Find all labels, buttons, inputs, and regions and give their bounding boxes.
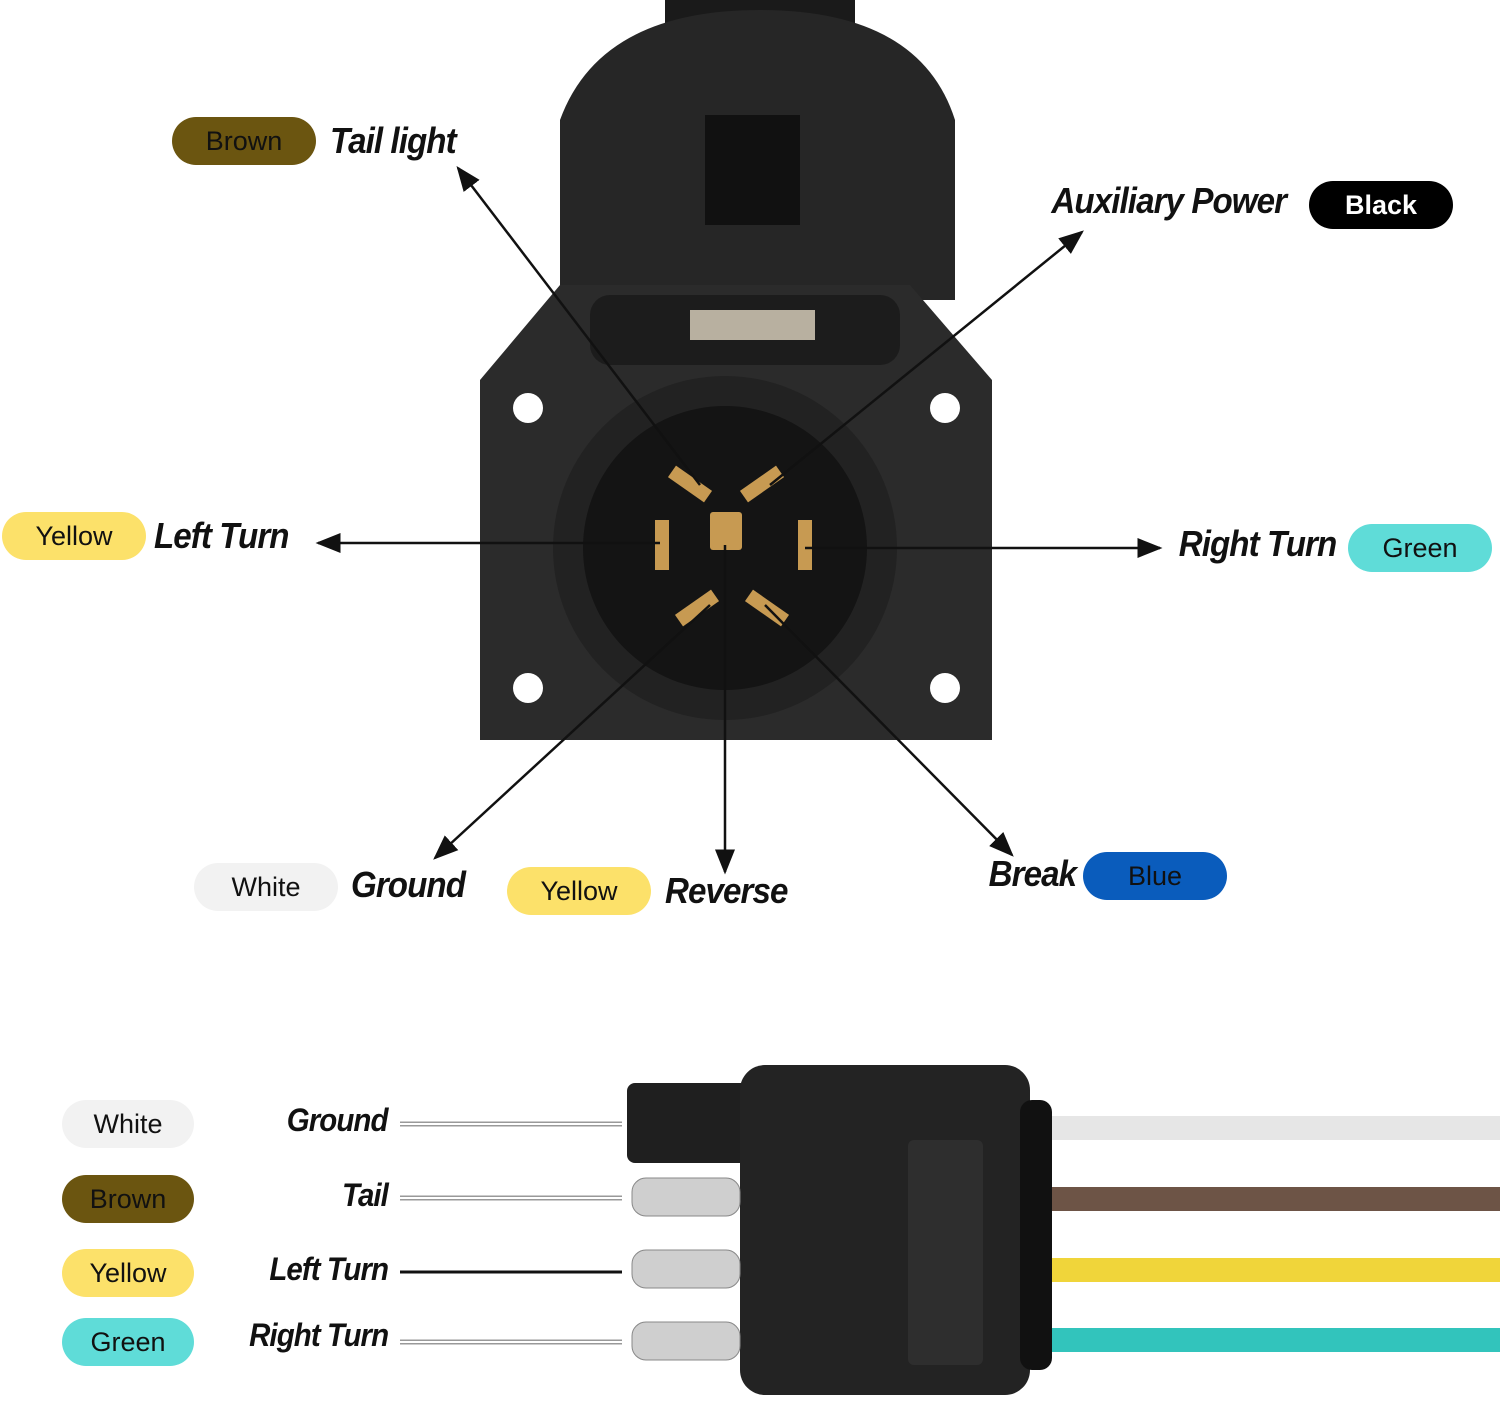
pin-label-break: Break bbox=[988, 853, 1077, 894]
pin-label-left-turn: Left Turn bbox=[154, 515, 290, 556]
four-way-connector bbox=[627, 1065, 1500, 1395]
wire-color-blue: Blue bbox=[1083, 852, 1227, 900]
four-way-color-brown: Brown bbox=[62, 1175, 194, 1223]
wire-color-black: Black bbox=[1309, 181, 1453, 229]
pin-label-right-turn: Right Turn bbox=[1178, 523, 1337, 564]
pin-label-tail-light: Tail light bbox=[330, 120, 457, 161]
pin-arrows bbox=[315, 166, 1163, 875]
four-way-color-green: Green bbox=[62, 1318, 194, 1366]
seven-way-socket bbox=[480, 0, 992, 740]
wire-color-brown: Brown bbox=[172, 117, 316, 165]
pin-label-auxiliary-power: Auxiliary Power bbox=[1051, 180, 1287, 221]
wire-color-yellow-reverse: Yellow bbox=[507, 867, 651, 915]
wire-color-white: White bbox=[194, 863, 338, 911]
pin-label-reverse: Reverse bbox=[665, 870, 788, 911]
four-way-color-yellow: Yellow bbox=[62, 1249, 194, 1297]
four-way-label-left-turn: Left Turn bbox=[269, 1251, 389, 1287]
four-way-label-ground: Ground bbox=[287, 1102, 389, 1138]
pin-label-ground: Ground bbox=[351, 864, 466, 905]
four-way-color-white: White bbox=[62, 1100, 194, 1148]
four-way-label-right-turn: Right Turn bbox=[248, 1317, 389, 1353]
wire-color-yellow: Yellow bbox=[2, 512, 146, 560]
wire-color-green: Green bbox=[1348, 524, 1492, 572]
four-way-leader-lines bbox=[400, 1121, 622, 1345]
four-way-label-tail: Tail bbox=[342, 1177, 389, 1213]
